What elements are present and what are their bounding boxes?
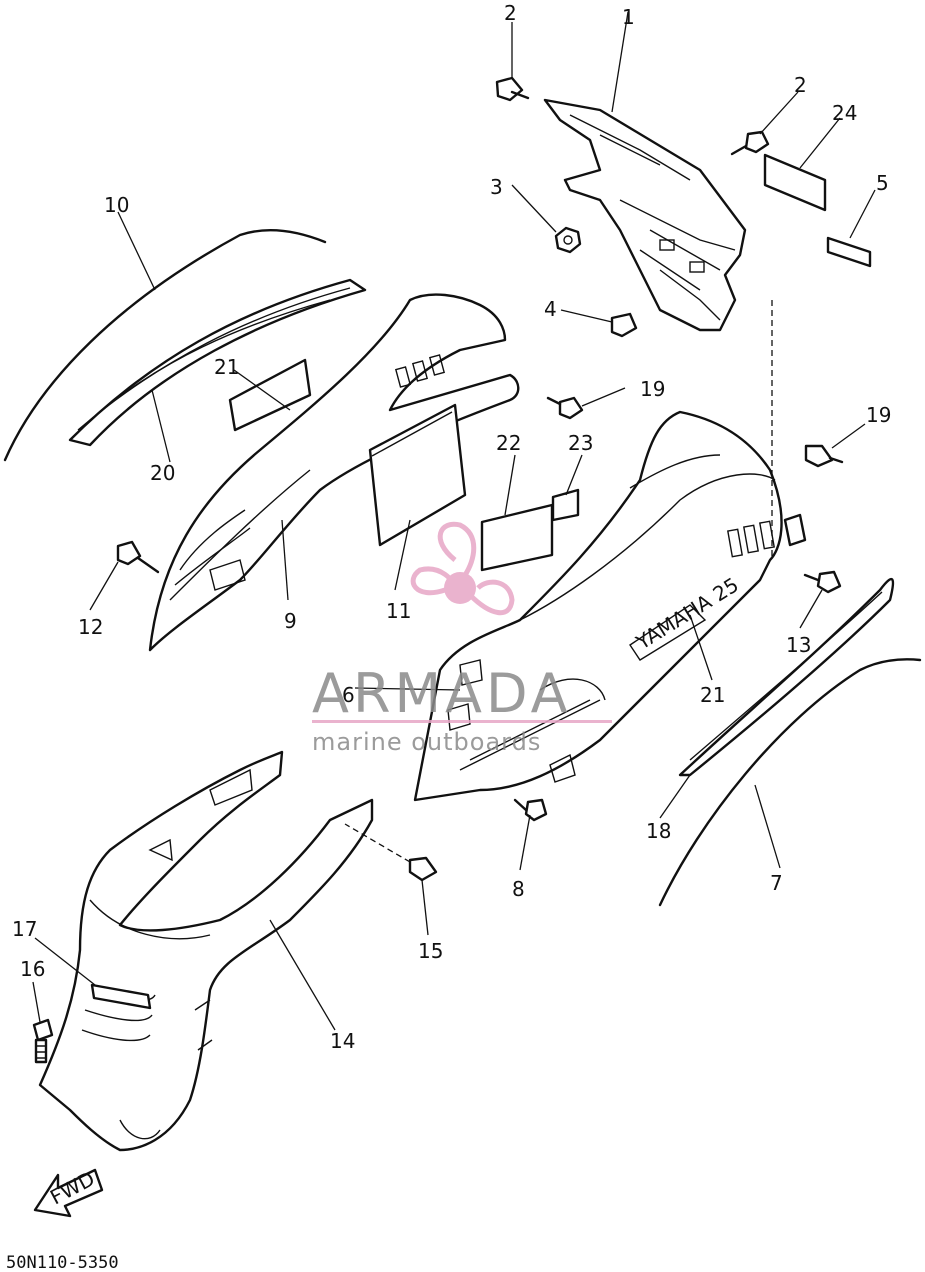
label-19-right: 19 xyxy=(866,403,891,427)
label-6: 6 xyxy=(342,683,355,707)
label-18: 18 xyxy=(646,819,671,843)
label-10: 10 xyxy=(104,193,129,217)
leader-lines xyxy=(32,11,876,1031)
clip-4 xyxy=(610,312,638,338)
screw-13 xyxy=(803,570,842,594)
label-3: 3 xyxy=(490,175,503,199)
label-12: 12 xyxy=(78,615,103,639)
molding-20 xyxy=(68,278,367,447)
molding-18 xyxy=(678,577,895,777)
watermark-underline xyxy=(312,720,612,723)
label-1: 1 xyxy=(622,5,635,29)
decal-5 xyxy=(826,236,872,268)
watermark-tagline: marine outboards xyxy=(312,728,541,756)
label-22: 22 xyxy=(496,431,521,455)
screw-19-mid xyxy=(546,396,584,420)
label-21-right: 21 xyxy=(700,683,725,707)
screw-2-right xyxy=(730,130,770,156)
label-21-left: 21 xyxy=(214,355,239,379)
badge-17 xyxy=(90,983,152,1010)
side-cover-9 xyxy=(148,293,520,652)
screw-15 xyxy=(344,823,438,882)
label-2-top: 2 xyxy=(504,1,517,25)
label-8: 8 xyxy=(512,877,525,901)
trim-line-10 xyxy=(3,229,327,462)
drawing-code: 50N110-5350 xyxy=(6,1253,119,1272)
label-2-right: 2 xyxy=(794,73,807,97)
lower-cover-14 xyxy=(38,750,374,1152)
part-labels: 1 2 2 24 3 5 4 10 21 19 19 22 23 20 12 9… xyxy=(12,1,891,1053)
label-23: 23 xyxy=(568,431,593,455)
decal-23 xyxy=(551,488,580,522)
main-cowling-6 xyxy=(413,410,783,802)
label-11: 11 xyxy=(386,599,411,623)
label-24: 24 xyxy=(832,101,857,125)
bolt-16 xyxy=(32,1018,54,1064)
label-4: 4 xyxy=(544,297,557,321)
armada-watermark: ARMADA marine outboards xyxy=(312,521,612,756)
nut-3 xyxy=(554,226,582,254)
label-17: 17 xyxy=(12,917,37,941)
fwd-arrow: FWD xyxy=(33,1166,104,1218)
label-20: 20 xyxy=(150,461,175,485)
pad-11 xyxy=(368,403,467,547)
screw-8 xyxy=(513,798,548,822)
label-5: 5 xyxy=(876,171,889,195)
label-13: 13 xyxy=(786,633,811,657)
propeller-logo-icon xyxy=(410,521,515,616)
label-15: 15 xyxy=(418,939,443,963)
watermark-brand: ARMADA xyxy=(312,662,572,725)
decal-24 xyxy=(763,153,827,212)
screw-12 xyxy=(116,540,160,574)
label-9: 9 xyxy=(284,609,297,633)
label-19-mid: 19 xyxy=(640,377,665,401)
label-16: 16 xyxy=(20,957,45,981)
part-bracket-1 xyxy=(543,98,747,332)
label-14: 14 xyxy=(330,1029,355,1053)
screw-19-right xyxy=(804,444,844,468)
trim-line-7 xyxy=(658,658,922,907)
bracket-right-sm xyxy=(783,513,807,547)
decal-22 xyxy=(480,503,554,572)
label-7: 7 xyxy=(770,871,783,895)
screw-2-top xyxy=(495,76,530,102)
